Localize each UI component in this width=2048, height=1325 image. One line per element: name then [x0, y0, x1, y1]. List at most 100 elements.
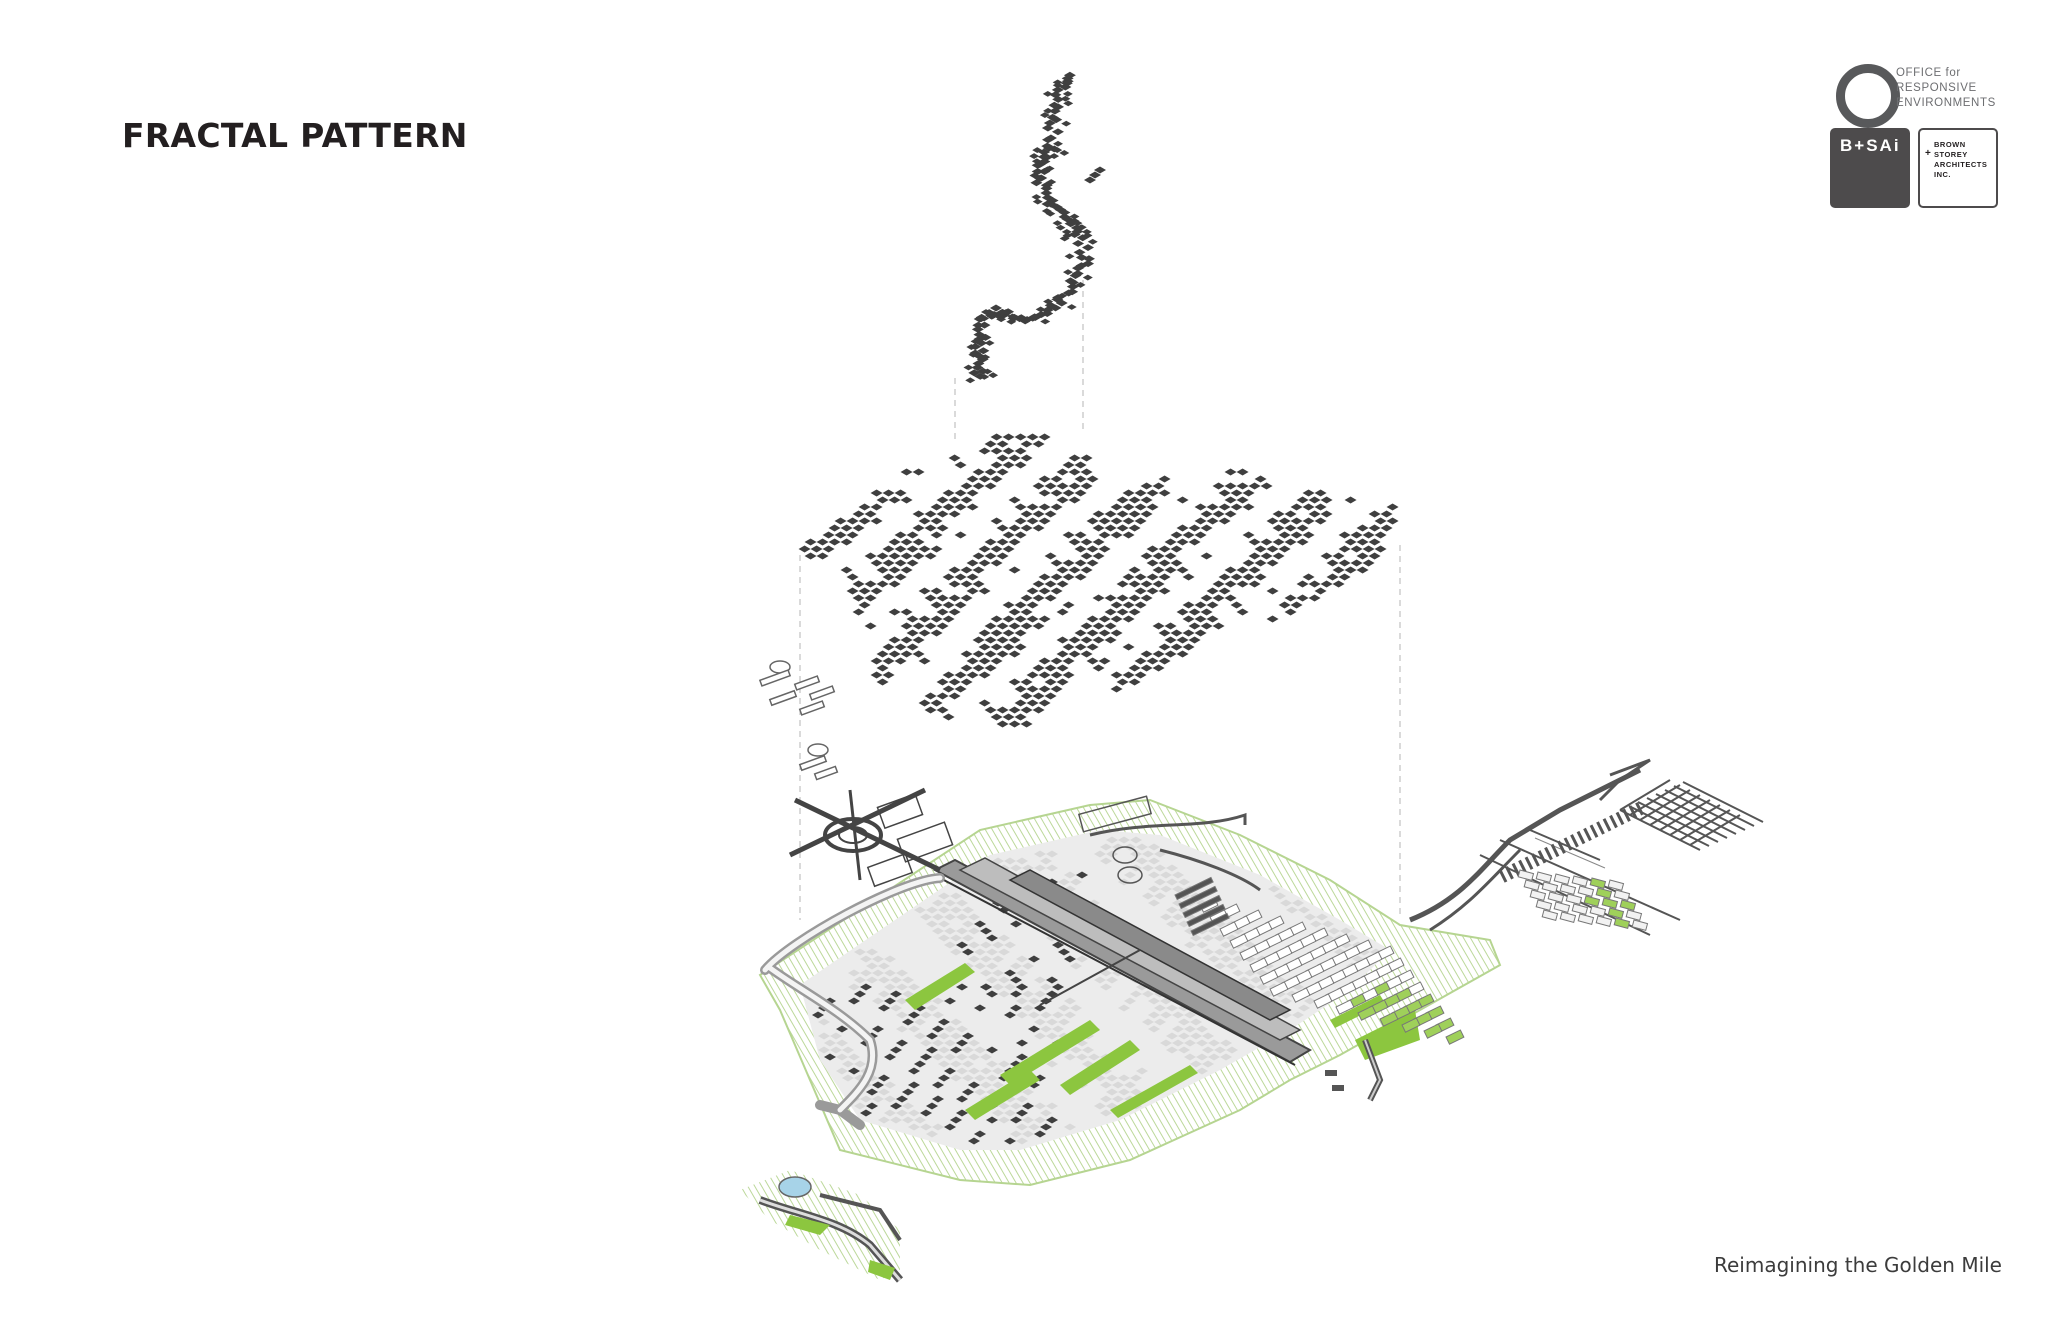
site-light-cell [1178, 1032, 1190, 1040]
field-cell [990, 545, 1003, 553]
far-right-block [1619, 899, 1637, 911]
site-light-cell [1160, 1039, 1172, 1047]
site-dark-cell [962, 1032, 974, 1040]
field-cell [1356, 538, 1369, 546]
field-cell [960, 580, 973, 588]
line-cell [971, 363, 984, 371]
site-light-cell [890, 1116, 902, 1124]
line-cell [1028, 313, 1041, 321]
site-light-cell [1184, 1053, 1196, 1061]
site-light-cell [1196, 1039, 1208, 1047]
site-light-cell [1142, 892, 1154, 900]
far-right-block [1589, 905, 1607, 917]
field-cell [1020, 706, 1033, 714]
field-cell [984, 706, 997, 714]
line-cell [969, 349, 982, 357]
field-cell [1242, 489, 1255, 497]
site-light-cell [938, 934, 950, 942]
site-light-cell [944, 899, 956, 907]
field-cell [1122, 671, 1135, 679]
field-cell [1038, 573, 1051, 581]
field-cell [1164, 650, 1177, 658]
site-dark-cell [1004, 1137, 1016, 1145]
field-cell [1056, 580, 1069, 588]
line-cell [971, 325, 984, 333]
field-cell [1284, 538, 1297, 546]
field-cell [1056, 664, 1069, 672]
site-dark-cell [1010, 1116, 1022, 1124]
site-light-cell [836, 1067, 848, 1075]
bsa-logo-line: ARCHITECTS [1934, 160, 1988, 169]
site-light-cell [1148, 885, 1160, 893]
line-cell [1069, 272, 1082, 280]
field-cell [1038, 657, 1051, 665]
field-cell [840, 538, 853, 546]
site-dark-cell [1034, 1004, 1046, 1012]
bsai-logo-text: B+SAi [1840, 136, 1901, 155]
parking-stripe [1178, 885, 1218, 910]
field-cell [1062, 489, 1075, 497]
field-cell [942, 615, 955, 623]
site-dark-cell [944, 1067, 956, 1075]
site-light-cell [974, 962, 986, 970]
field-cell [984, 552, 997, 560]
field-cell [1314, 517, 1327, 525]
site-light-cell [824, 1039, 836, 1047]
field-cell [1080, 622, 1093, 630]
field-cell [1176, 496, 1189, 504]
site-dark-cell [1022, 1102, 1034, 1110]
far-right-block [1577, 885, 1595, 897]
field-cell [1110, 671, 1123, 679]
field-cell [1284, 594, 1297, 602]
field-cell [1254, 545, 1267, 553]
green-block [1423, 1023, 1443, 1039]
site-light-cell [1106, 850, 1118, 858]
site-dark-cell [1016, 1039, 1028, 1047]
site-light-cell [884, 955, 896, 963]
field-cell [1320, 552, 1333, 560]
site-light-cell [1058, 1004, 1070, 1012]
far-right-stripe [1615, 811, 1625, 826]
field-cell [996, 440, 1009, 448]
site-light-cell [1316, 913, 1328, 921]
field-cell [1164, 622, 1177, 630]
site-light-cell [968, 927, 980, 935]
line-cell [1082, 244, 1095, 252]
field-cell [1134, 657, 1147, 665]
site-light-cell [1292, 1011, 1304, 1019]
line-cell [969, 343, 982, 351]
field-cell [1140, 552, 1153, 560]
field-cell [1278, 517, 1291, 525]
field-cell [1074, 629, 1087, 637]
field-cell [996, 636, 1009, 644]
site-dark-cell [848, 1067, 860, 1075]
field-cell [942, 503, 955, 511]
field-cell [828, 524, 841, 532]
field-cell [1110, 517, 1123, 525]
line-cell [1038, 148, 1051, 156]
field-cell [1146, 657, 1159, 665]
site-light-cell [1202, 948, 1214, 956]
field-cell [1152, 482, 1165, 490]
site-light-cell [1304, 997, 1316, 1005]
field-cell [1248, 566, 1261, 574]
site-light-cell [848, 983, 860, 991]
site-light-cell [1100, 1081, 1112, 1089]
site-dark-cell [908, 1067, 920, 1075]
field-cell [1008, 678, 1021, 686]
field-cell [1032, 440, 1045, 448]
site-light-cell [1274, 976, 1286, 984]
site-light-cell [890, 1004, 902, 1012]
field-cell [882, 489, 895, 497]
field-cell [966, 573, 979, 581]
field-cell [1350, 531, 1363, 539]
site-dark-cell [938, 1074, 950, 1082]
field-cell [984, 468, 997, 476]
site-dark-cell [986, 934, 998, 942]
field-cell [1122, 615, 1135, 623]
line-cell [1082, 232, 1093, 239]
site-dark-cell [926, 1102, 938, 1110]
far-right-stripe [1505, 866, 1514, 880]
field-cell [1128, 664, 1141, 672]
line-cell [1059, 83, 1072, 91]
